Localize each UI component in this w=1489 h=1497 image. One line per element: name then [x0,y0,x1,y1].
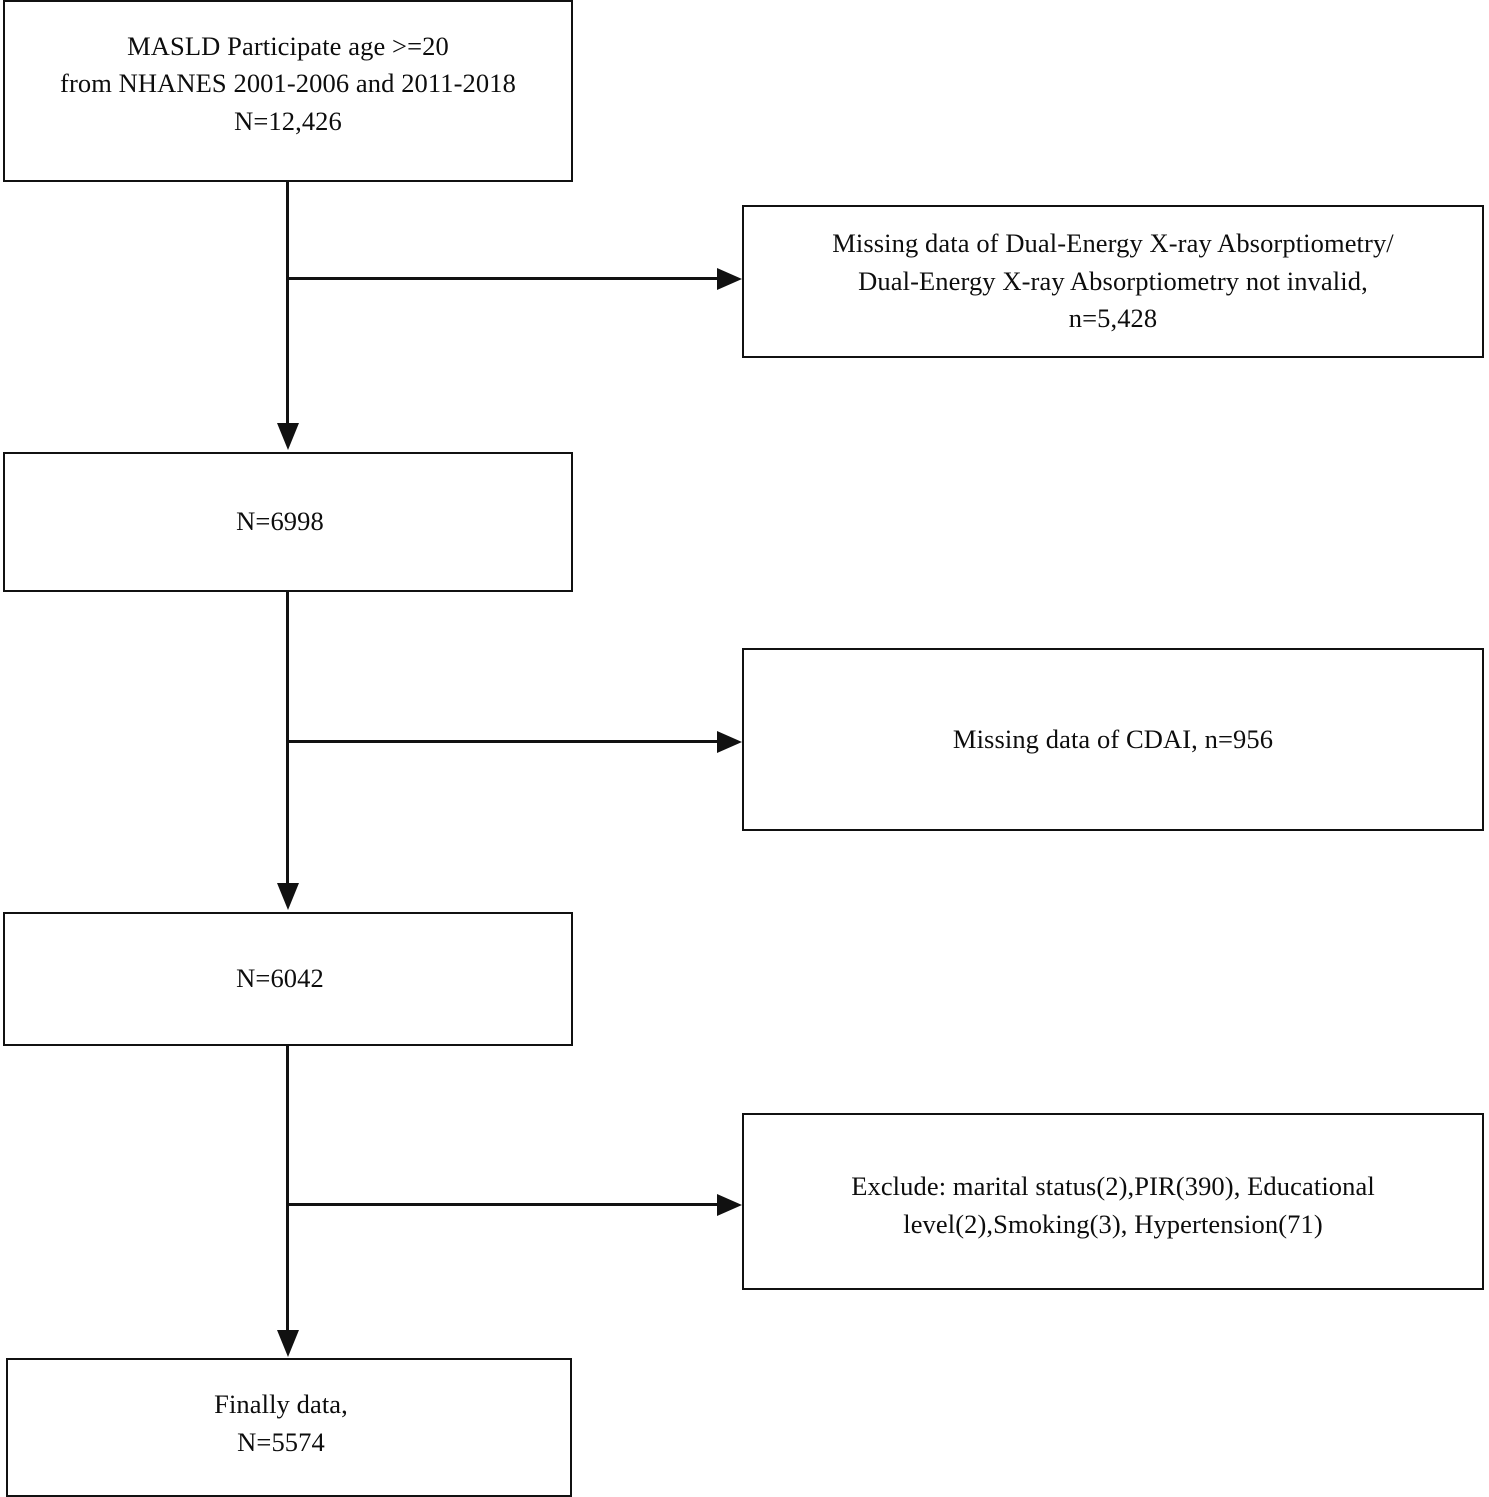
arrowhead-right-3 [717,1193,742,1216]
arrowhead-right-1 [717,267,742,290]
cohort-box-after-cdai-exclusion-label: N=6042 [236,963,324,994]
cohort-box-after-dxa-exclusion: N=6998 [3,452,573,592]
exclusion-box-covariates: Exclude: marital status(2),PIR(390), Edu… [742,1113,1484,1290]
connector-trunk-1 [286,182,289,423]
arrowhead-down-1 [276,423,299,450]
exclusion-box-covariates-label: Exclude: marital status(2),PIR(390), Edu… [851,1170,1375,1239]
exclusion-box-cdai: Missing data of CDAI, n=956 [742,648,1484,831]
connector-trunk-3 [286,1046,289,1330]
connector-branch-3 [286,1203,717,1206]
arrowhead-right-2 [717,730,742,753]
cohort-box-after-cdai-exclusion: N=6042 [3,912,573,1046]
cohort-box-after-dxa-exclusion-label: N=6998 [236,506,324,537]
exclusion-box-dxa: Missing data of Dual-Energy X-ray Absorp… [742,205,1484,358]
connector-branch-2 [286,740,717,743]
cohort-box-final-label: Finally data, N=5574 [214,1388,348,1457]
connector-trunk-2 [286,592,289,883]
cohort-box-initial: MASLD Participate age >=20 from NHANES 2… [3,0,573,182]
exclusion-box-cdai-label: Missing data of CDAI, n=956 [952,723,1274,754]
cohort-box-final: Finally data, N=5574 [6,1358,572,1497]
connector-branch-1 [286,277,717,280]
arrowhead-down-3 [276,1330,299,1357]
cohort-box-initial-label: MASLD Participate age >=20 from NHANES 2… [60,30,516,136]
exclusion-box-dxa-label: Missing data of Dual-Energy X-ray Absorp… [832,228,1394,334]
arrowhead-down-2 [276,883,299,910]
